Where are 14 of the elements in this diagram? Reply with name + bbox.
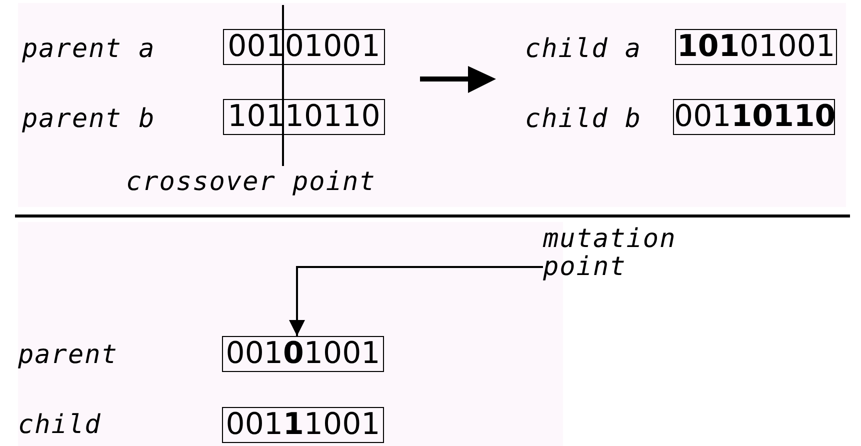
leader-line xyxy=(289,266,543,336)
row-label: parent a xyxy=(22,34,156,64)
bit-string-box: 00110110 xyxy=(673,99,835,135)
bit-string-box: 00111001 xyxy=(222,407,384,443)
row-label: parent xyxy=(18,340,118,370)
bit-string-box: 00101001 xyxy=(222,336,384,372)
crossover-label: crossover point xyxy=(126,168,421,196)
row-label: child b xyxy=(525,104,642,134)
row-label: parent b xyxy=(22,104,156,134)
crossover-line xyxy=(282,5,284,166)
row-label: child xyxy=(18,410,102,440)
row-label: child a xyxy=(525,34,642,64)
mutation-label: mutation point xyxy=(543,225,678,281)
bit-string-box: 10101001 xyxy=(675,29,837,65)
